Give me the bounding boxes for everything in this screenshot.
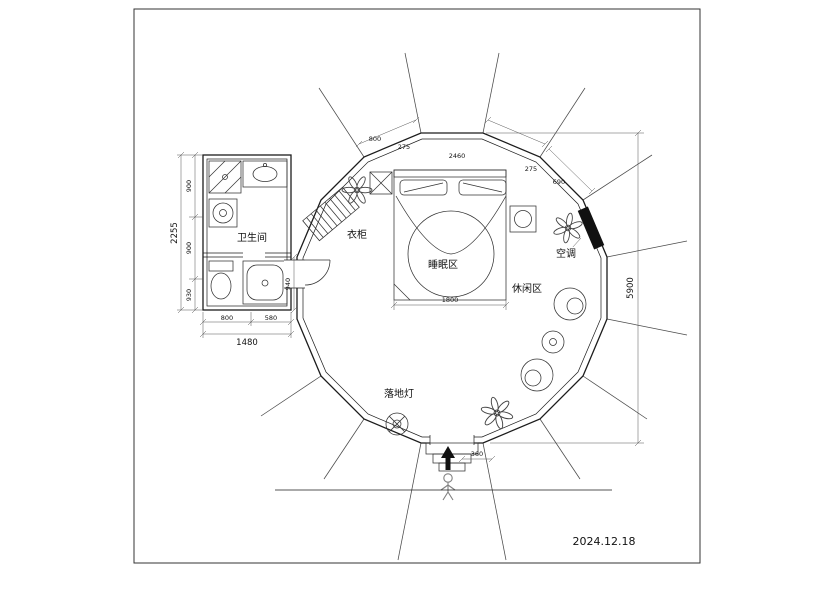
nightstand-left: [369, 171, 393, 195]
leisure-furniture: [520, 287, 587, 392]
plant-icon: [476, 393, 518, 433]
dim-bathroom-total: 1480: [236, 338, 258, 348]
room-labels: 卫生间 衣柜 睡眠区 休闲区 空调 落地灯: [228, 228, 581, 400]
entry-step-3: [438, 462, 466, 472]
label-floor-lamp: 落地灯: [384, 387, 414, 400]
dim-940: 940: [284, 278, 292, 290]
dim-top-4: 275: [525, 165, 537, 173]
sink-counter: [242, 160, 288, 188]
drawing-border-frame: [133, 8, 701, 564]
dim-left-seg-3: 930: [185, 289, 193, 301]
dim-1800: 1800: [442, 296, 459, 304]
dim-bathroom-seg-1: 800: [221, 314, 233, 322]
dim-left: 900 900 930 2255: [170, 151, 203, 314]
dim-left-seg-2: 900: [185, 242, 193, 254]
dim-360: 360: [471, 450, 483, 458]
bathroom-block: [202, 154, 292, 311]
entry-direction-arrow-icon: [441, 446, 455, 470]
shower-tray: [208, 160, 242, 194]
dim-top-5: 690: [553, 178, 565, 186]
person-figure: [440, 473, 456, 501]
dim-right-total: 5900: [486, 129, 644, 447]
side-table: [541, 330, 565, 354]
pillow-left: [399, 179, 448, 196]
label-sleeping-area: 睡眠区: [428, 258, 458, 271]
label-wardrobe: 衣柜: [347, 228, 367, 241]
dim-bathroom-side: 940: [284, 253, 298, 314]
wash-basin: [242, 260, 288, 305]
floor-lamp-symbol: [385, 412, 409, 436]
air-conditioner-unit: [571, 206, 605, 250]
dim-top-chain: 800 275 2460 275 690: [355, 116, 596, 195]
entrance-group: [425, 435, 479, 501]
pillow-right: [458, 179, 507, 196]
toilet: [208, 260, 234, 300]
dim-bathroom-seg-2: 580: [265, 314, 277, 322]
bathroom-door: [284, 259, 331, 289]
room-wall-polygon: [296, 132, 608, 444]
dim-bed-width: 1800: [390, 296, 510, 310]
dim-top-1: 800: [369, 135, 381, 143]
dim-left-seg-1: 900: [185, 180, 193, 192]
label-bathroom: 卫生间: [237, 231, 267, 244]
nightstand-right: [509, 205, 537, 233]
dim-top-3: 2460: [449, 152, 466, 160]
plants: [341, 175, 590, 433]
lounge-chair-2: [520, 358, 554, 392]
date-label: 2024.12.18: [573, 535, 636, 548]
dim-entrance: 360: [458, 450, 496, 463]
label-air-conditioner: 空调: [556, 247, 576, 260]
washing-machine: [208, 198, 238, 228]
roof-radial-lines: [260, 52, 688, 561]
dim-left-total: 2255: [170, 222, 180, 244]
bed-group: [369, 169, 537, 301]
dim-bathroom-bottom: 800 580 1480: [199, 312, 295, 348]
wardrobe-unit: [302, 186, 360, 242]
lounge-chair-1: [553, 287, 587, 321]
dim-top-2: 275: [398, 143, 410, 151]
label-leisure-area: 休闲区: [512, 282, 542, 295]
dim-5900: 5900: [626, 277, 636, 299]
